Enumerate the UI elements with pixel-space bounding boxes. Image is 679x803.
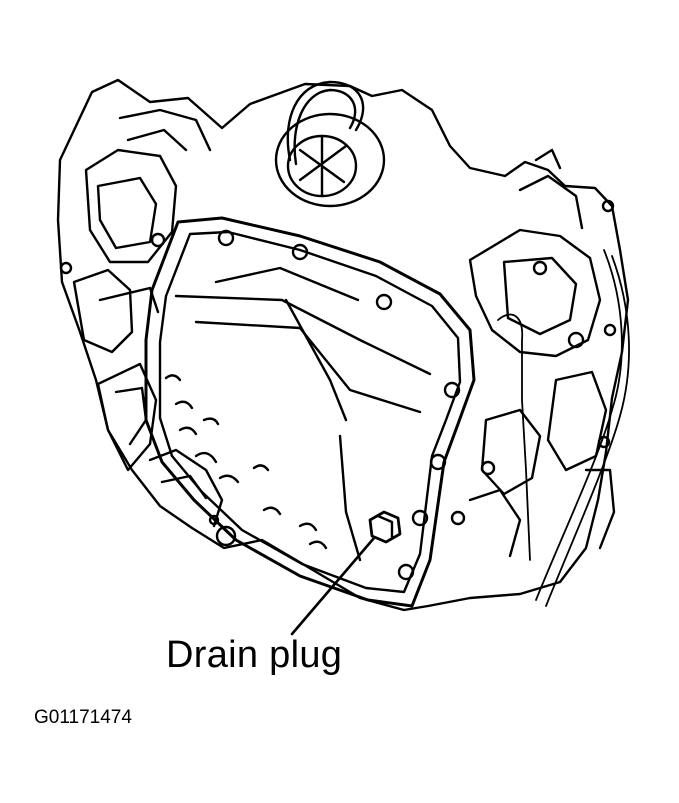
top-mount-ring (274, 112, 386, 208)
housing-bolt (601, 199, 615, 213)
housing-rib (98, 286, 160, 314)
right-housing-detail (468, 488, 522, 558)
pan-dimple (164, 374, 182, 382)
oil-pan-ridge (194, 320, 422, 414)
housing-rib (126, 128, 188, 152)
pan-dimple (174, 400, 194, 410)
pan-bolt (217, 229, 235, 247)
right-housing-detail (480, 408, 542, 496)
oil-pan-ridge (284, 298, 348, 422)
pan-dimple (202, 417, 220, 426)
housing-bolt (450, 510, 466, 526)
housing-rib (84, 148, 178, 264)
housing-bolt (532, 260, 548, 276)
wire-harness (497, 313, 531, 561)
housing-rib (96, 362, 158, 472)
hose-line (286, 80, 365, 162)
pan-bolt (411, 509, 429, 527)
wire-harness (535, 249, 623, 601)
pan-bolt (443, 381, 461, 399)
figure-id: G01171474 (34, 707, 132, 728)
pan-dimple (298, 522, 318, 532)
right-housing-detail (502, 256, 578, 336)
drain-plug-leader (290, 536, 376, 636)
oil-pan-ridge (338, 434, 362, 562)
drain-plug-label: Drain plug (166, 634, 343, 676)
housing-rib (96, 176, 158, 250)
pan-bolt (429, 453, 447, 471)
wire-harness (545, 255, 630, 607)
right-housing-detail (468, 228, 602, 358)
hose-line (293, 88, 357, 166)
housing-bolt (567, 331, 585, 349)
drain-plug (368, 510, 402, 544)
pan-dimple (252, 464, 270, 472)
housing-rib (72, 268, 134, 354)
right-housing-detail (534, 148, 562, 170)
right-housing-detail (584, 468, 616, 550)
top-mount-spokes (298, 134, 348, 198)
oil-pan-flange (158, 230, 462, 594)
oil-pan-ridge (174, 294, 432, 376)
pan-bolt (397, 563, 415, 581)
housing-rib (114, 386, 148, 446)
pan-bolt (375, 293, 393, 311)
pan-dimple (308, 540, 328, 550)
housing-bolt (208, 514, 220, 526)
right-housing-detail (518, 174, 584, 230)
housing-bolt (150, 232, 166, 248)
transmission-housing (56, 78, 630, 612)
pan-bolt (291, 243, 309, 261)
housing-rib (118, 108, 212, 152)
oil-pan (144, 216, 476, 608)
housing-bolt (480, 460, 496, 476)
pan-dimple (218, 474, 240, 484)
drain-plug-hex (376, 514, 394, 540)
housing-bolt (59, 261, 73, 275)
pan-dimple (194, 451, 218, 464)
housing-bolt (603, 323, 617, 337)
pan-dimple (262, 506, 282, 516)
housing-bolt (215, 525, 237, 547)
oil-pan-ridge (214, 266, 360, 302)
pan-dimple (178, 426, 198, 436)
